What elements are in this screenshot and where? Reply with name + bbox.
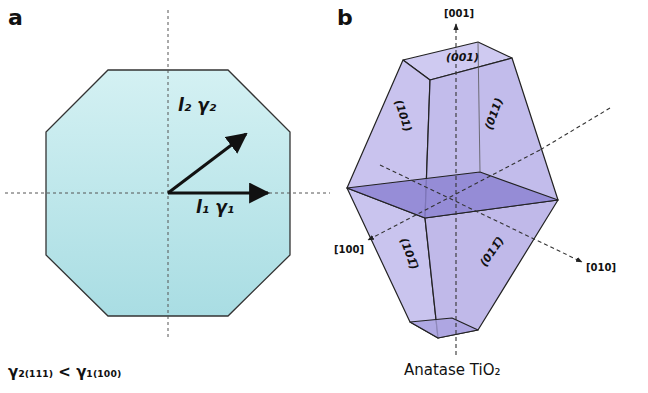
relation-note: γ₂₍₁₁₁₎ < γ₁₍₁₀₀₎ [8, 364, 121, 381]
panel-letter: b [337, 6, 353, 30]
axis-line [168, 10, 169, 338]
vector-label: l₂ γ₂ [178, 96, 216, 115]
vector-label: l₁ γ₁ [196, 198, 234, 217]
vector-arrow [168, 192, 268, 195]
axis-label: [100] [334, 244, 364, 255]
facet-label: (001) [446, 52, 479, 64]
caption-text: Anatase TiO₂ [404, 362, 501, 379]
crystal-axes [368, 24, 610, 355]
axis-line [5, 193, 330, 194]
axis-label: [010] [586, 262, 616, 273]
panel-letter: a [8, 6, 23, 30]
crystal [347, 42, 558, 338]
vector-arrow [168, 134, 246, 193]
axis-label: [001] [444, 8, 474, 19]
